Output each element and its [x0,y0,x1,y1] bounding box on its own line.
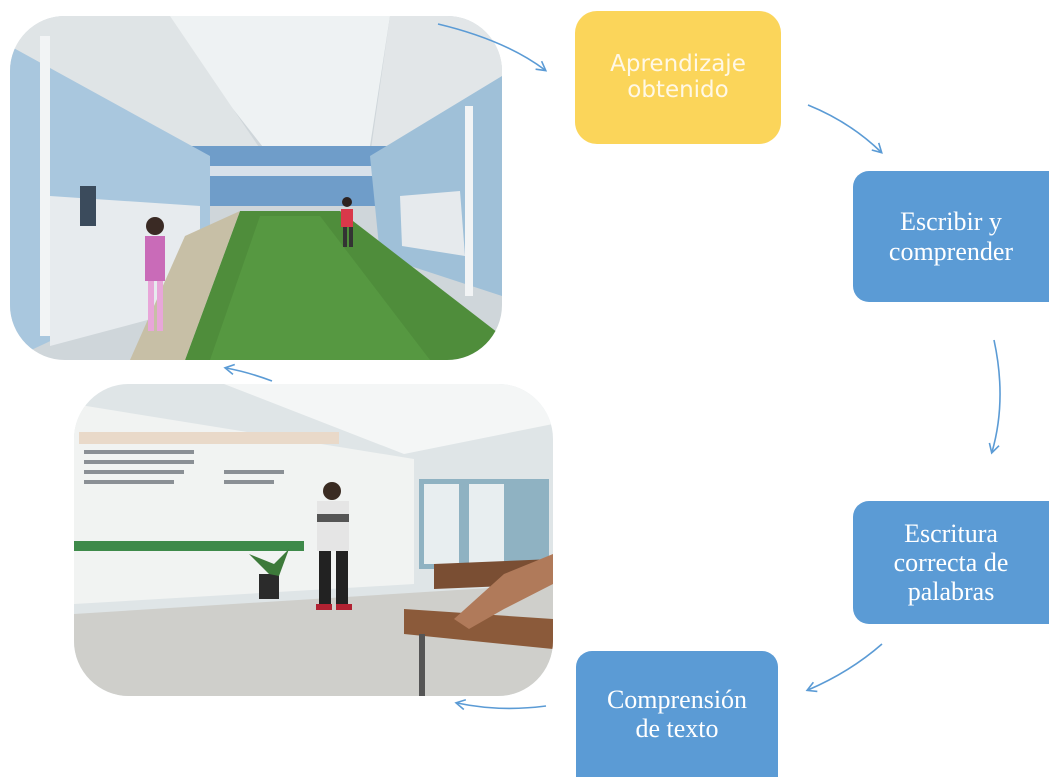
arrow-escribir-to-escritura [988,339,1001,455]
node-aprendizaje-obtenido: Aprendizaje obtenido [575,11,781,144]
courtyard-photo-image [10,16,502,360]
courtyard-photo [10,16,502,360]
node-escritura-correcta: Escritura correcta de palabras [853,501,1049,624]
arrow-classroom-to-courtyard [223,363,273,382]
arrow-escritura-to-comprension [805,643,883,693]
arrow-aprendizaje-to-escribir [807,104,883,154]
node-comprension-label: Comprensión de texto [606,684,748,743]
node-escritura-label: Escritura correcta de palabras [893,518,1009,607]
classroom-photo [74,384,553,696]
node-escribir-comprender: Escribir y comprender [853,171,1049,302]
node-aprendizaje-label: Aprendizaje obtenido [610,50,746,103]
arrow-comprension-to-classroom [454,698,547,711]
node-escribir-label: Escribir y comprender [888,207,1014,266]
classroom-photo-image [74,384,553,696]
node-comprension-texto: Comprensión de texto [576,651,778,777]
